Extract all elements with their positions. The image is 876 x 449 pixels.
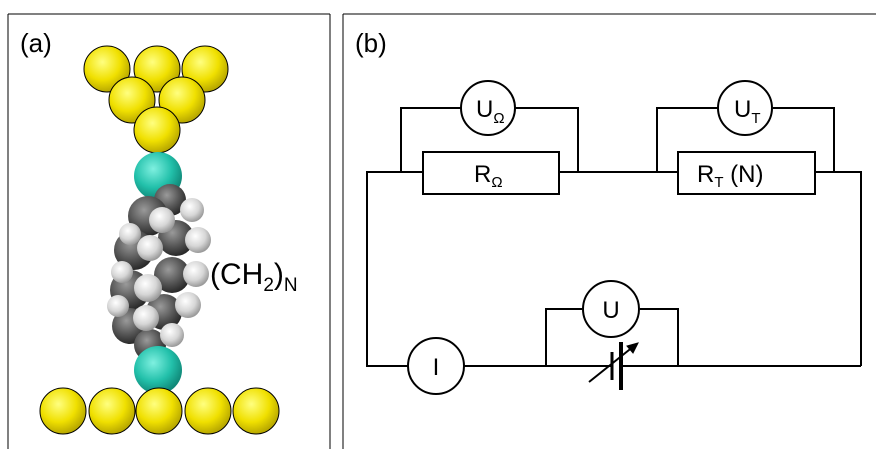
panel-b: (b) UΩ UT: [342, 13, 876, 449]
hydrogen-atoms: [107, 198, 211, 347]
svg-text:UT: UT: [734, 96, 761, 127]
svg-text:U: U: [602, 297, 619, 324]
resistor-r-t: RT (N): [677, 151, 816, 195]
resistor-r-omega: RΩ: [422, 151, 560, 195]
voltmeter-u-t: UT: [717, 80, 773, 136]
top-gold-electrode: [83, 45, 229, 154]
panel-a: (a): [7, 13, 331, 449]
svg-text:RΩ: RΩ: [474, 161, 503, 191]
circuit-wires: [366, 107, 862, 367]
voltmeter-u-omega: UΩ: [460, 80, 516, 136]
svg-text:I: I: [433, 354, 440, 381]
variable-voltage-source-icon: [588, 342, 639, 390]
panel-a-label: (a): [20, 28, 52, 58]
alkanedithiol-molecule: [107, 152, 211, 394]
voltmeter-u: U: [582, 280, 640, 338]
ammeter-i: I: [407, 337, 465, 395]
svg-text:RT (N): RT (N): [697, 161, 764, 191]
bottom-gold-electrode: [39, 387, 280, 435]
molecule-label: (CH2)N: [210, 258, 298, 296]
svg-text:UΩ: UΩ: [476, 96, 505, 127]
panel-b-label: (b): [355, 28, 387, 58]
sulfur-atom-bottom: [134, 346, 182, 394]
